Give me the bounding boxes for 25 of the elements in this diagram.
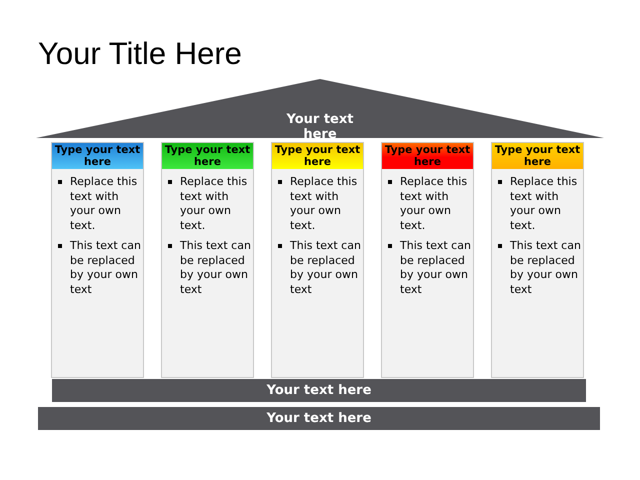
pillar-header: Type your text here bbox=[52, 143, 143, 169]
bullet-text: Replace this text with your own text. bbox=[510, 175, 582, 233]
bullet-text: Replace this text with your own text. bbox=[70, 175, 142, 233]
roof-triangle bbox=[36, 79, 604, 138]
pillar-header: Type your text here bbox=[162, 143, 253, 169]
bullet-text: Replace this text with your own text. bbox=[180, 175, 252, 233]
bullet-text: This text can be replaced by your own text bbox=[510, 239, 582, 297]
pillar-column bbox=[161, 142, 254, 378]
bullet-text: This text can be replaced by your own text bbox=[290, 239, 362, 297]
bullet-text: This text can be replaced by your own text bbox=[400, 239, 472, 297]
pillar-column bbox=[51, 142, 144, 378]
pillar-column bbox=[491, 142, 584, 378]
bullet-text: This text can be replaced by your own text bbox=[180, 239, 252, 297]
slide-title: Your Title Here bbox=[38, 36, 242, 72]
base-bar: Your text here bbox=[38, 407, 600, 430]
bullet-text: Replace this text with your own text. bbox=[290, 175, 362, 233]
pillar-header: Type your text here bbox=[382, 143, 473, 169]
bullet-text: This text can be replaced by your own text bbox=[70, 239, 142, 297]
base-bar: Your text here bbox=[52, 379, 586, 402]
pillar-column bbox=[381, 142, 474, 378]
bullet-text: Replace this text with your own text. bbox=[400, 175, 472, 233]
pillar-header: Type your text here bbox=[272, 143, 363, 169]
pillar-column bbox=[271, 142, 364, 378]
roof-label: Your text here bbox=[286, 112, 354, 142]
pillar-header: Type your text here bbox=[492, 143, 583, 169]
